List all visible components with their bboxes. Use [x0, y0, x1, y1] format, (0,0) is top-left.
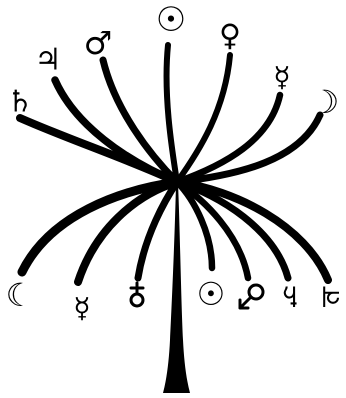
mars-symbol: ♂ — [84, 24, 113, 62]
branch-sun — [167, 45, 177, 182]
mercury-symbol-bottom: ☿ — [73, 292, 90, 325]
top-symbols: ♄ ♃ ♂ ☉ ♀ ☿ ☽ — [7, 0, 340, 121]
sun-symbol-bottom: ☉ — [197, 275, 226, 313]
saturn-symbol: ♄ — [7, 85, 34, 120]
jupiter-symbol: ♃ — [35, 43, 62, 78]
tree-trunk — [163, 183, 190, 393]
venus-symbol-inverted — [131, 283, 143, 306]
saturn-symbol-bottom: ♄ — [277, 280, 302, 313]
venus-symbol: ♀ — [219, 19, 241, 54]
mercury-symbol: ☿ — [273, 61, 290, 94]
moon-symbol-bottom: ☾ — [6, 276, 35, 314]
moon-symbol: ☽ — [311, 83, 340, 121]
branch-mercury — [177, 95, 280, 182]
mars-symbol-inverted — [240, 285, 263, 308]
jupiter-symbol-bottom: ♃ — [318, 280, 343, 313]
sun-symbol: ☉ — [156, 0, 186, 40]
